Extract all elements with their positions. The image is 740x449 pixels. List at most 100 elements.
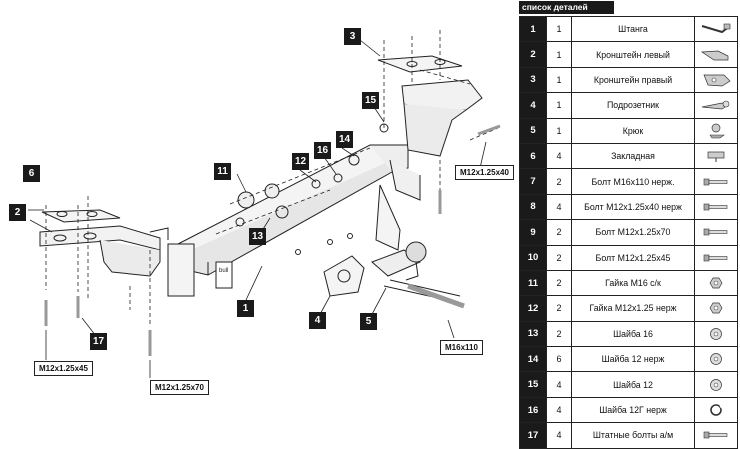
- washer-icon: [694, 346, 738, 373]
- bolt-icon: [694, 193, 738, 221]
- part-name: Шайба 12 нерж: [571, 346, 695, 373]
- part-number: 16: [519, 396, 547, 424]
- exploded-assembly-drawing: bull: [28, 30, 501, 378]
- dim-m12-70: M12x1.25x70: [150, 380, 209, 395]
- callout-11: 11: [214, 163, 231, 180]
- washer-icon: [694, 371, 738, 398]
- callout-2: 2: [9, 204, 26, 221]
- nut-icon: [694, 269, 738, 297]
- callout-15: 15: [362, 92, 379, 109]
- right-bracket-part: [377, 55, 483, 157]
- callout-13: 13: [249, 228, 266, 245]
- part-name: Болт М12х1.25х40 нерж: [571, 193, 695, 221]
- callout-14: 14: [336, 131, 353, 148]
- part-quantity: 4: [546, 142, 572, 170]
- part-quantity: 2: [546, 320, 572, 348]
- part-name: Крюк: [571, 117, 695, 144]
- bolt-icon: [694, 422, 738, 449]
- callout-12: 12: [292, 153, 309, 170]
- part-number: 2: [519, 41, 547, 68]
- part-name: Болт М12х1.25х70: [571, 219, 695, 246]
- bolt-icon: [694, 168, 738, 195]
- nut-icon: [694, 295, 738, 322]
- part-quantity: 4: [546, 422, 572, 449]
- part-number: 4: [519, 92, 547, 119]
- part-number: 10: [519, 244, 547, 271]
- part-name: Шайба 16: [571, 320, 695, 348]
- bolt-icon: [694, 219, 738, 246]
- bracket-right-icon: [694, 66, 738, 94]
- svg-text:bull: bull: [219, 268, 228, 274]
- part-number: 11: [519, 269, 547, 297]
- part-quantity: 2: [546, 168, 572, 195]
- dim-m16-110: M16x110: [440, 340, 483, 355]
- part-quantity: 1: [546, 117, 572, 144]
- callout-17: 17: [90, 333, 107, 350]
- part-number: 12: [519, 295, 547, 322]
- hook-part: [371, 241, 461, 303]
- part-name: Подрозетник: [571, 92, 695, 119]
- part-name: Гайка М16 с/к: [571, 269, 695, 297]
- dim-m12-40: M12x1.25x40: [455, 165, 514, 180]
- part-name: Болт М16х110 нерж.: [571, 168, 695, 195]
- part-name: Кронштейн правый: [571, 66, 695, 94]
- part-quantity: 1: [546, 41, 572, 68]
- part-number: 8: [519, 193, 547, 221]
- part-quantity: 2: [546, 269, 572, 297]
- callout-5: 5: [360, 313, 377, 330]
- spring-washer-icon: [694, 396, 738, 424]
- part-name: Закладная: [571, 142, 695, 170]
- left-bracket-part: [39, 225, 169, 277]
- part-quantity: 6: [546, 346, 572, 373]
- part-quantity: 4: [546, 371, 572, 398]
- part-number: 14: [519, 346, 547, 373]
- bracket-left-icon: [694, 41, 738, 68]
- part-name: Кронштейн левый: [571, 41, 695, 68]
- part-quantity: 4: [546, 193, 572, 221]
- callout-3: 3: [344, 28, 361, 45]
- part-quantity: 1: [546, 92, 572, 119]
- socket-plate-part: [323, 255, 365, 297]
- insert-icon: [694, 142, 738, 170]
- washer-icon: [694, 320, 738, 348]
- part-quantity: 1: [546, 66, 572, 94]
- part-name: Штатные болты а/м: [571, 422, 695, 449]
- parts-list-title: список деталей: [519, 1, 614, 14]
- part-number: 15: [519, 371, 547, 398]
- part-name: Гайка М12х1.25 нерж: [571, 295, 695, 322]
- hook-icon: [694, 117, 738, 144]
- callout-16: 16: [314, 142, 331, 159]
- socket-plate-icon: [694, 92, 738, 119]
- part-name: Штанга: [571, 15, 695, 43]
- part-name: Шайба 12: [571, 371, 695, 398]
- bar-icon: [694, 15, 738, 43]
- callout-1: 1: [237, 300, 254, 317]
- part-quantity: 4: [546, 396, 572, 424]
- callout-6: 6: [23, 165, 40, 182]
- part-number: 13: [519, 320, 547, 348]
- part-quantity: 2: [546, 244, 572, 271]
- part-number: 6: [519, 142, 547, 170]
- dim-m12-45: M12x1.25x45: [34, 361, 93, 376]
- part-quantity: 2: [546, 219, 572, 246]
- part-quantity: 1: [546, 15, 572, 43]
- part-number: 17: [519, 422, 547, 449]
- part-number: 3: [519, 66, 547, 94]
